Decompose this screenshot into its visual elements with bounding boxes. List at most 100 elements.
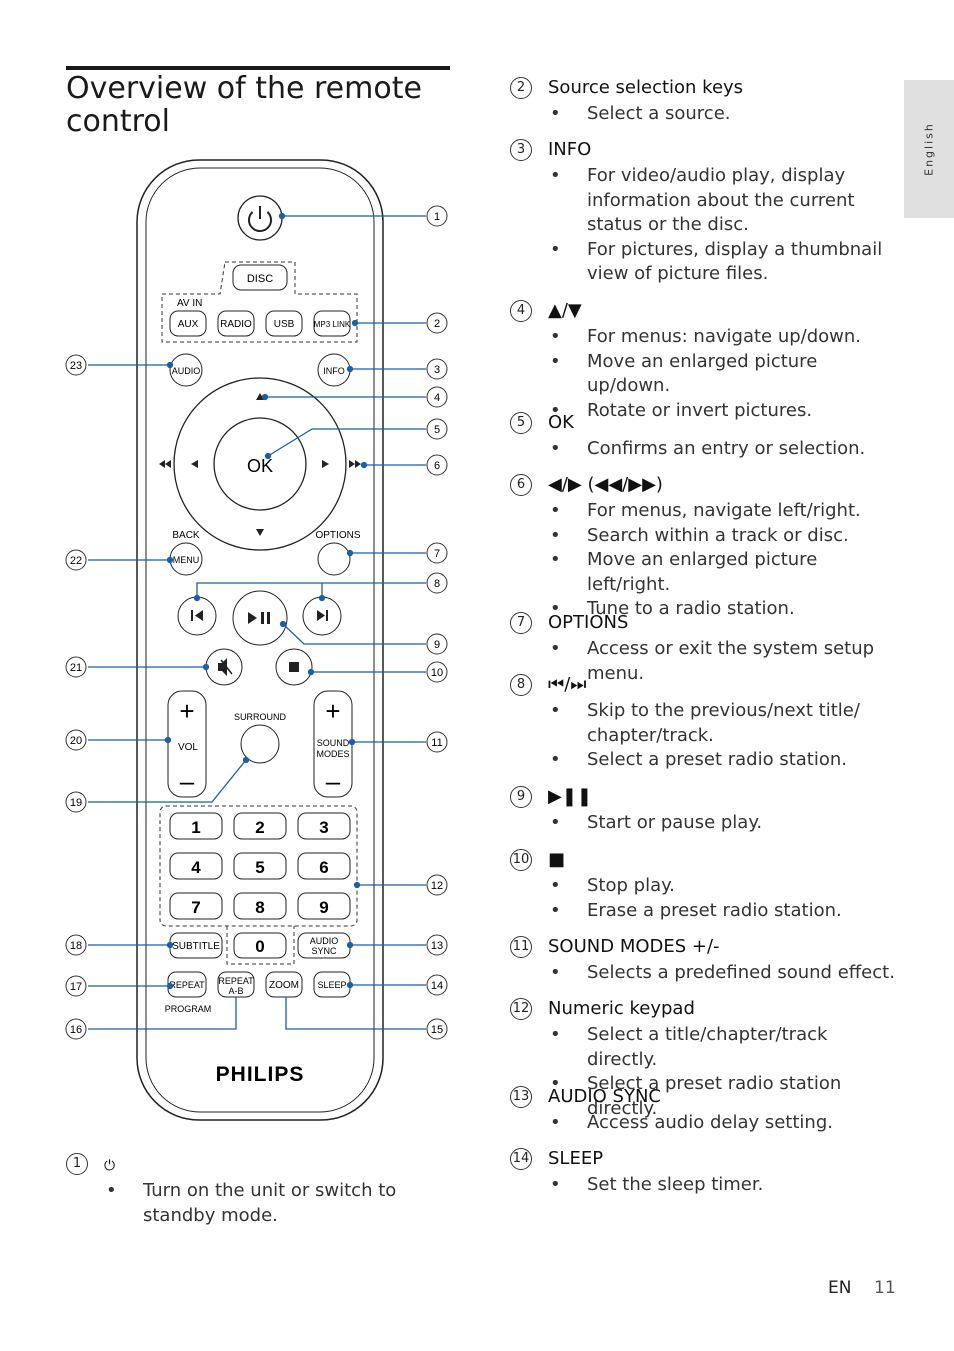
item-label: ◀/▶ (◀◀/▶▶) (548, 474, 663, 495)
next-icon (317, 610, 328, 621)
svg-text:3: 3 (319, 818, 328, 837)
item-number: 7 (510, 612, 532, 634)
options-label: OPTIONS (315, 530, 360, 541)
callout-21: 21 (65, 656, 87, 678)
bullet: For menus, navigate left/right. (510, 499, 900, 524)
svg-text:12: 12 (431, 880, 443, 892)
philips-logo: PHILIPS (216, 1063, 305, 1086)
play-pause-icon (248, 612, 270, 624)
ok-button (213, 417, 307, 511)
svg-text:16: 16 (70, 1024, 82, 1036)
callout-lines (88, 212, 426, 1030)
callout-16: 16 (65, 1018, 87, 1040)
digit-5-button: 5 (233, 852, 287, 880)
bullet: Rotate or invert pictures. (510, 399, 900, 424)
modes-label: MODES (316, 749, 349, 759)
power-icon: ⏻ (104, 1158, 116, 1174)
svg-text:23: 23 (70, 360, 82, 372)
item-label: ▲/▼ (548, 300, 582, 321)
item-label: AUDIO SYNC (548, 1086, 662, 1107)
callout-12: 12 (426, 874, 448, 896)
svg-text:2: 2 (434, 318, 440, 330)
callout-9: 9 (426, 633, 448, 655)
svg-text:INFO: INFO (323, 366, 345, 376)
title-rule (66, 66, 450, 70)
svg-text:11: 11 (431, 737, 442, 749)
language-tab-label: English (922, 122, 936, 176)
item-7: 7OPTIONSAccess or exit the system setup … (510, 612, 900, 686)
callout-4: 4 (426, 386, 448, 408)
callout-2: 2 (426, 312, 448, 334)
svg-text:REPEAT: REPEAT (218, 976, 254, 986)
mp3-link-button: MP3 LINK (313, 310, 351, 337)
stop-icon (289, 662, 299, 672)
svg-text:18: 18 (70, 940, 82, 952)
item-4: 4 ▲/▼ For menus: navigate up/down.Move an … (510, 300, 900, 423)
item-number: 3 (510, 139, 532, 161)
radio-button: RADIO (217, 310, 255, 337)
svg-text:22: 22 (70, 555, 82, 567)
volume-rocker (167, 690, 207, 798)
item-9: 9▶❚❚Start or pause play. (510, 786, 900, 836)
svg-text:1: 1 (191, 818, 200, 837)
bullet: For menus: navigate up/down. (510, 325, 900, 350)
item-number: 4 (510, 300, 532, 322)
svg-text:9: 9 (319, 898, 328, 917)
aux-button: AUX (169, 310, 207, 337)
bullet: Move an enlarged picture up/down. (510, 350, 900, 399)
svg-text:9: 9 (434, 639, 440, 651)
item-label: Source selection keys (548, 77, 744, 98)
item-10: 10■Stop play.Erase a preset radio statio… (510, 849, 900, 923)
svg-text:14: 14 (431, 980, 443, 992)
fast-forward-icon (349, 460, 361, 468)
surround-button (240, 724, 280, 764)
back-label: BACK (172, 530, 200, 541)
av-in-label: AV IN (177, 298, 202, 309)
svg-text:19: 19 (70, 797, 82, 809)
page-number: 11 (874, 1278, 896, 1298)
callout-19: 19 (65, 791, 87, 813)
callout-5: 5 (426, 418, 448, 440)
svg-text:AUDIO: AUDIO (172, 366, 201, 376)
bullet: Turn on the unit or switch to standby mo… (66, 1178, 450, 1228)
svg-text:4: 4 (434, 392, 440, 404)
bullet: Skip to the previous/next title/ chapter… (510, 699, 900, 748)
svg-text:20: 20 (70, 735, 82, 747)
svg-text:10: 10 (431, 667, 443, 679)
bullet: Erase a preset radio station. (510, 899, 900, 924)
remote-inner-outline (145, 167, 375, 1113)
bullet: Set the sleep timer. (510, 1173, 900, 1198)
svg-text:RADIO: RADIO (220, 319, 252, 330)
bullet: Select a source. (510, 102, 900, 127)
item-label: ▶❚❚ (548, 786, 593, 807)
source-keys-group (161, 261, 358, 343)
callout-13: 13 (426, 934, 448, 956)
svg-text:21: 21 (70, 662, 82, 674)
language-tab: English (904, 80, 954, 218)
zoom-button: ZOOM (265, 971, 303, 998)
previous-icon (191, 610, 203, 621)
play-pause-button (232, 590, 288, 646)
svg-text:7: 7 (434, 548, 440, 560)
bullet: Access audio delay setting. (510, 1111, 900, 1136)
item-number: 9 (510, 786, 532, 808)
svg-text:7: 7 (191, 898, 200, 917)
digit-7-button: 7 (169, 892, 223, 920)
sound-minus-label: – (326, 766, 341, 796)
callout-6: 6 (426, 454, 448, 476)
svg-text:MENU: MENU (173, 555, 200, 565)
item-number: 5 (510, 412, 532, 434)
item-label: Numeric keypad (548, 998, 695, 1019)
item-label: SLEEP (548, 1148, 604, 1169)
vol-plus-label: + (179, 696, 194, 726)
item-number: 14 (510, 1148, 532, 1170)
vol-label: VOL (178, 742, 198, 753)
callout-23: 23 (65, 354, 87, 376)
remote-outline (136, 159, 384, 1121)
bullet: Stop play. (510, 874, 900, 899)
rewind-icon (159, 460, 171, 468)
options-button (317, 542, 351, 576)
power-icon (248, 206, 272, 233)
